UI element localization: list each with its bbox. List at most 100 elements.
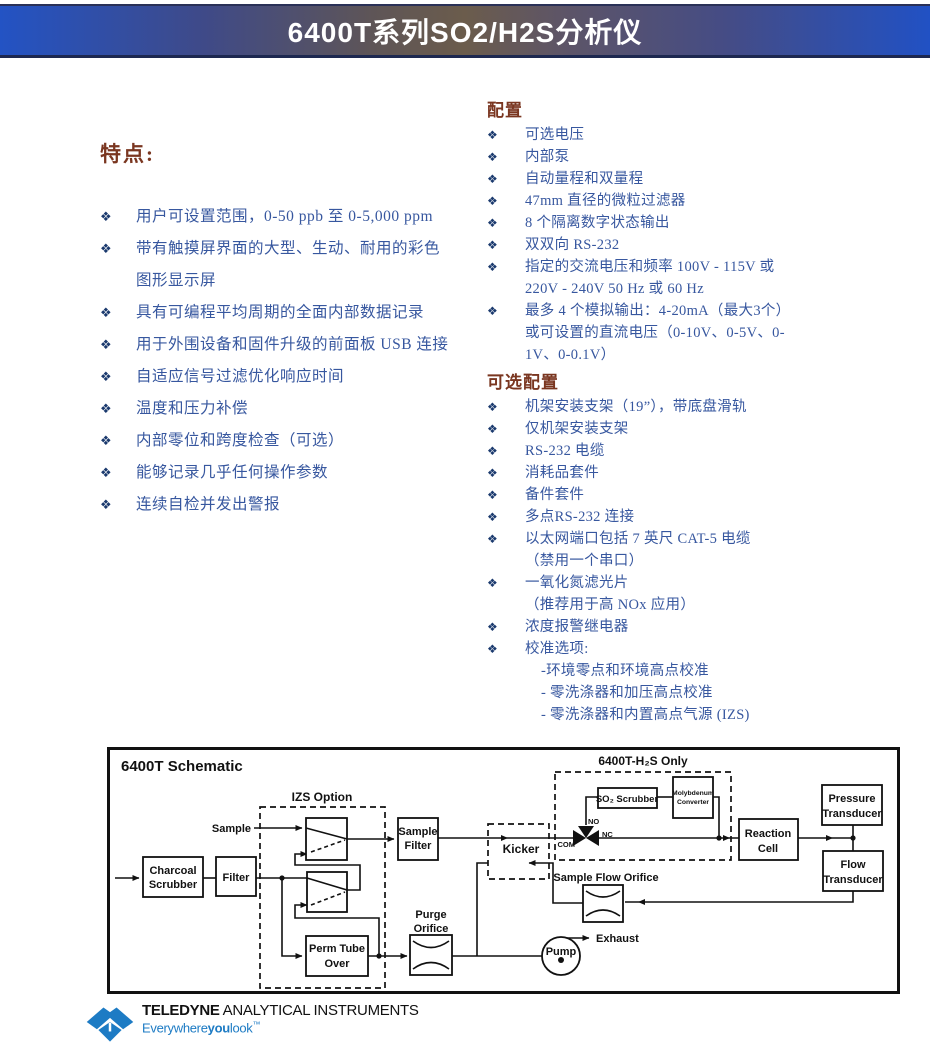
- exhaust-label: Exhaust: [596, 933, 639, 945]
- svg-text:COM: COM: [558, 840, 576, 849]
- svg-text:Sample Flow Orifice: Sample Flow Orifice: [553, 872, 658, 884]
- config-item: 220V - 240V 50 Hz 或 60 Hz: [487, 278, 923, 300]
- features-section: 特点: ❖ 用户可设置范围，0-50 ppb 至 0-5,000 ppm ❖ 带…: [100, 138, 488, 521]
- optional-text: 机架安装支架（19”），带底盘滑轨: [525, 399, 747, 415]
- optional-text: 以太网端口包括 7 英尺 CAT-5 电缆: [525, 531, 751, 547]
- features-list: ❖ 用户可设置范围，0-50 ppb 至 0-5,000 ppm ❖ 带有触摸屏…: [100, 201, 488, 521]
- bullet-icon: ❖: [487, 400, 499, 414]
- feature-text: 温度和压力补偿: [136, 400, 249, 417]
- so2-scrubber-box: SO₂ Scrubber: [596, 787, 658, 809]
- config-text: 指定的交流电压和频率 100V - 115V 或: [525, 259, 775, 275]
- bullet-icon: ❖: [100, 465, 113, 480]
- bullet-icon: [503, 660, 541, 682]
- feature-text: 图形显示屏: [136, 272, 217, 289]
- header-banner: 6400T系列SO2/H2S分析仪: [0, 4, 930, 58]
- feature-text: 用于外围设备和固件升级的前面板 USB 连接: [136, 336, 449, 353]
- purge-orifice-symbol: Purge Orifice: [409, 909, 453, 976]
- teledyne-logo-icon: [86, 1007, 134, 1042]
- config-item: ❖ 8 个隔离数字状态输出: [487, 212, 923, 234]
- reaction-cell-box: Reaction Cell: [738, 818, 799, 861]
- config-item: ❖ 可选电压: [487, 124, 923, 146]
- bullet-icon: ❖: [487, 422, 499, 436]
- feature-text: 带有触摸屏界面的大型、生动、耐用的彩色: [136, 240, 441, 257]
- optional-item: ❖ 校准选项:: [487, 638, 923, 660]
- bullet-icon: ❖: [100, 241, 113, 256]
- optional-item: ❖ 一氧化氮滤光片: [487, 572, 923, 594]
- bullet-icon: ❖: [487, 532, 499, 546]
- feature-item: ❖ 带有触摸屏界面的大型、生动、耐用的彩色: [100, 233, 488, 265]
- config-text: 47mm 直径的微粒过滤器: [525, 193, 686, 209]
- bullet-icon: ❖: [487, 576, 499, 590]
- tagline: Everywhereyoulook™: [142, 1020, 261, 1036]
- bullet-icon: [487, 322, 525, 344]
- bullet-icon: ❖: [100, 369, 113, 384]
- config-item: ❖ 内部泵: [487, 146, 923, 168]
- bullet-icon: ❖: [487, 466, 499, 480]
- optional-text: 消耗品套件: [525, 465, 599, 481]
- optional-list: ❖ 机架安装支架（19”），带底盘滑轨 ❖ 仅机架安装支架 ❖ RS-232 电…: [487, 396, 923, 726]
- footer-text: TELEDYNE ANALYTICAL INSTRUMENTS Everywhe…: [142, 1002, 419, 1035]
- optional-text: 一氧化氮滤光片: [525, 575, 629, 591]
- svg-text:Charcoal: Charcoal: [149, 865, 196, 877]
- config-text: 可选电压: [525, 127, 585, 143]
- config-item: ❖ 最多 4 个模拟输出：4-20mA（最大3个）: [487, 300, 923, 322]
- footer-brand: TELEDYNE ANALYTICAL INSTRUMENTS Everywhe…: [86, 1002, 419, 1042]
- feature-item: ❖ 具有可编程平均周期的全面内部数据记录: [100, 297, 488, 329]
- feature-text: 用户可设置范围，0-50 ppb 至 0-5,000 ppm: [136, 208, 434, 225]
- izs-option-box: [259, 806, 386, 989]
- svg-text:Perm Tube: Perm Tube: [309, 943, 365, 955]
- optional-item: （推荐用于高 NOx 应用）: [487, 594, 923, 616]
- bullet-icon: ❖: [100, 401, 113, 416]
- optional-item: （禁用一个串口）: [487, 550, 923, 572]
- filter-box: Filter: [215, 856, 257, 897]
- bullet-icon: ❖: [487, 510, 499, 524]
- charcoal-scrubber-box: Charcoal Scrubber: [142, 856, 204, 898]
- bullet-icon: ❖: [487, 642, 499, 656]
- optional-item: ❖ 多点RS-232 连接: [487, 506, 923, 528]
- bullet-icon: ❖: [100, 433, 113, 448]
- svg-text:Filter: Filter: [405, 840, 433, 852]
- optional-item: -环境零点和环境高点校准: [487, 660, 923, 682]
- company-name: TELEDYNE ANALYTICAL INSTRUMENTS: [142, 1002, 419, 1019]
- features-heading: 特点:: [100, 142, 155, 166]
- optional-item: - 零洗涤器和加压高点校准: [487, 682, 923, 704]
- bullet-icon: ❖: [487, 150, 499, 164]
- optional-text: -环境零点和环境高点校准: [541, 663, 709, 679]
- svg-text:Flow: Flow: [840, 859, 865, 871]
- optional-text: （推荐用于高 NOx 应用）: [525, 597, 696, 613]
- optional-item: ❖ 以太网端口包括 7 英尺 CAT-5 电缆: [487, 528, 923, 550]
- kicker-label: Kicker: [503, 842, 540, 856]
- molybdenum-converter-box: Molybdenum Converter: [672, 776, 714, 819]
- h2s-only-label: 6400T-H₂S Only: [598, 754, 688, 768]
- pump-symbol: Pump: [541, 936, 581, 976]
- flow-lines: [115, 796, 856, 959]
- sample-filter-box: Sample Filter: [397, 817, 439, 861]
- svg-text:NC: NC: [602, 830, 613, 839]
- flow-transducer-box: Flow Transducer: [822, 850, 884, 892]
- bullet-icon: ❖: [487, 216, 499, 230]
- izs-valve-1: [305, 817, 348, 861]
- h2s-only-box: [554, 771, 732, 861]
- config-heading: 配置: [487, 101, 523, 120]
- config-item: ❖ 自动量程和双量程: [487, 168, 923, 190]
- optional-text: - 零洗涤器和内置高点气源 (IZS): [541, 707, 750, 723]
- bullet-icon: ❖: [100, 497, 113, 512]
- specs-section: 配置 ❖ 可选电压 ❖ 内部泵 ❖ 自动量程和双量程 ❖ 47mm 直径的微粒过…: [487, 96, 923, 728]
- bullet-icon: ❖: [487, 488, 499, 502]
- svg-text:Pump: Pump: [546, 946, 577, 958]
- optional-text: 多点RS-232 连接: [525, 509, 635, 525]
- feature-text: 内部零位和跨度检查（可选）: [136, 432, 345, 449]
- optional-text: 校准选项:: [525, 641, 589, 657]
- bullet-icon: [487, 344, 525, 366]
- bullet-icon: ❖: [487, 444, 499, 458]
- bullet-icon: ❖: [100, 305, 113, 320]
- svg-text:Purge: Purge: [415, 909, 446, 921]
- schematic-title: 6400T Schematic: [121, 758, 243, 775]
- three-way-valve: NO NC COM: [558, 817, 614, 849]
- svg-text:Pressure: Pressure: [828, 793, 875, 805]
- config-text: 220V - 240V 50 Hz 或 60 Hz: [525, 281, 704, 297]
- page-title: 6400T系列SO2/H2S分析仪: [287, 16, 643, 48]
- bullet-icon: ❖: [487, 260, 499, 274]
- bullet-icon: [503, 704, 541, 726]
- feature-text: 能够记录几乎任何操作参数: [136, 464, 329, 481]
